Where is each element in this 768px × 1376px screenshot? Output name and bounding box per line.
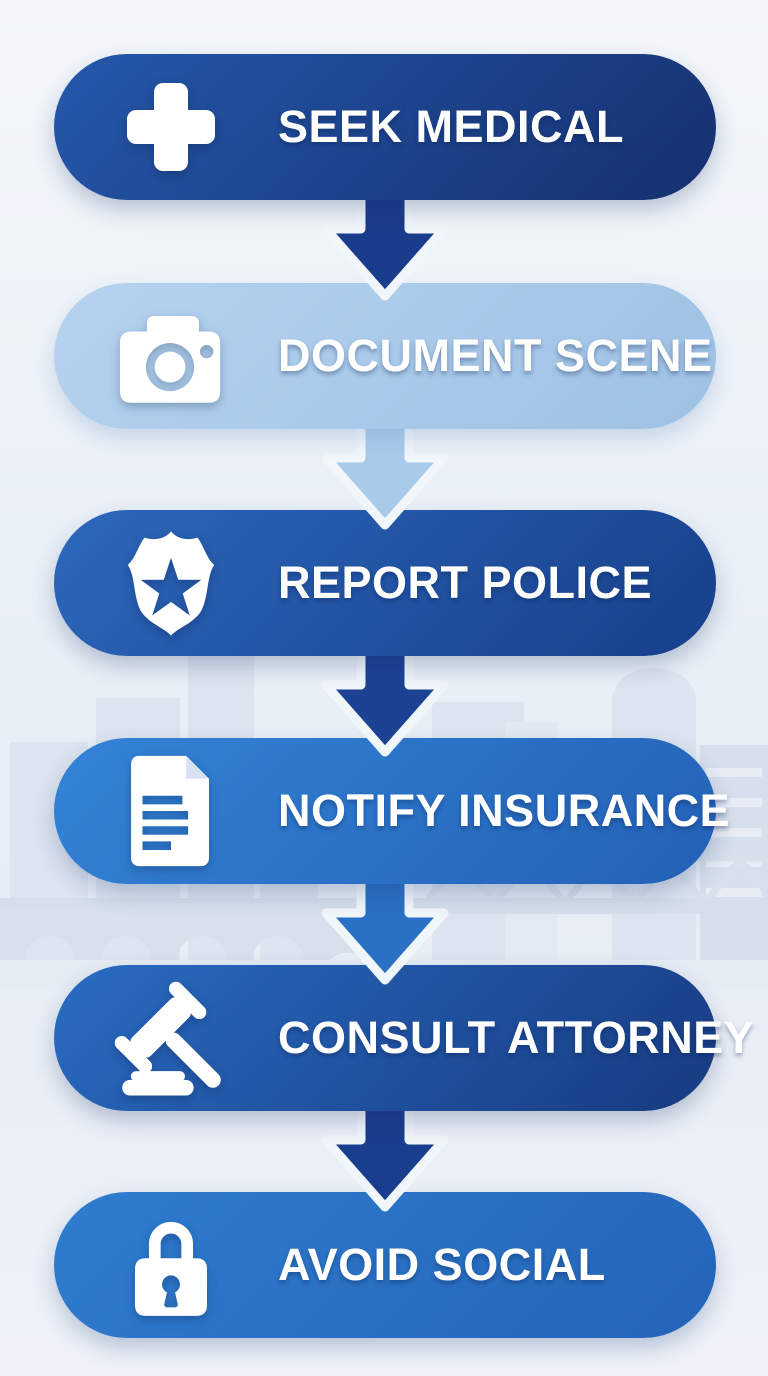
- step-label: SEEK MEDICAL: [278, 101, 625, 152]
- step-label: REPORT POLICE: [278, 557, 653, 608]
- flow-arrow-5: [305, 1101, 465, 1221]
- step-label: CONSULT ATTORNEY: [278, 1012, 755, 1063]
- padlock-icon: [110, 1207, 232, 1324]
- step-pill-document-scene: DOCUMENT SCENE: [54, 283, 716, 429]
- step-label: DOCUMENT SCENE: [278, 330, 713, 381]
- step-pill-seek-medical: SEEK MEDICAL: [54, 54, 716, 200]
- step-pill-notify-insurance: NOTIFY INSURANCE: [54, 738, 730, 884]
- step-label: AVOID SOCIAL: [278, 1239, 606, 1290]
- flow-arrow-2: [305, 419, 465, 539]
- gavel-icon: [110, 977, 232, 1099]
- flow-arrow-3: [305, 646, 465, 766]
- flow-arrow-1: [305, 190, 465, 310]
- flow-arrow-4: [305, 874, 465, 994]
- step-label: NOTIFY INSURANCE: [278, 785, 731, 836]
- step-pill-consult-attorney: CONSULT ATTORNEY: [54, 965, 754, 1111]
- camera-icon: [110, 308, 232, 405]
- step-pill-report-police: REPORT POLICE: [54, 510, 716, 656]
- document-icon: [110, 754, 232, 868]
- medical-cross-icon: [110, 77, 232, 177]
- step-pill-avoid-social: AVOID SOCIAL: [54, 1192, 716, 1338]
- police-badge-icon: [110, 526, 232, 641]
